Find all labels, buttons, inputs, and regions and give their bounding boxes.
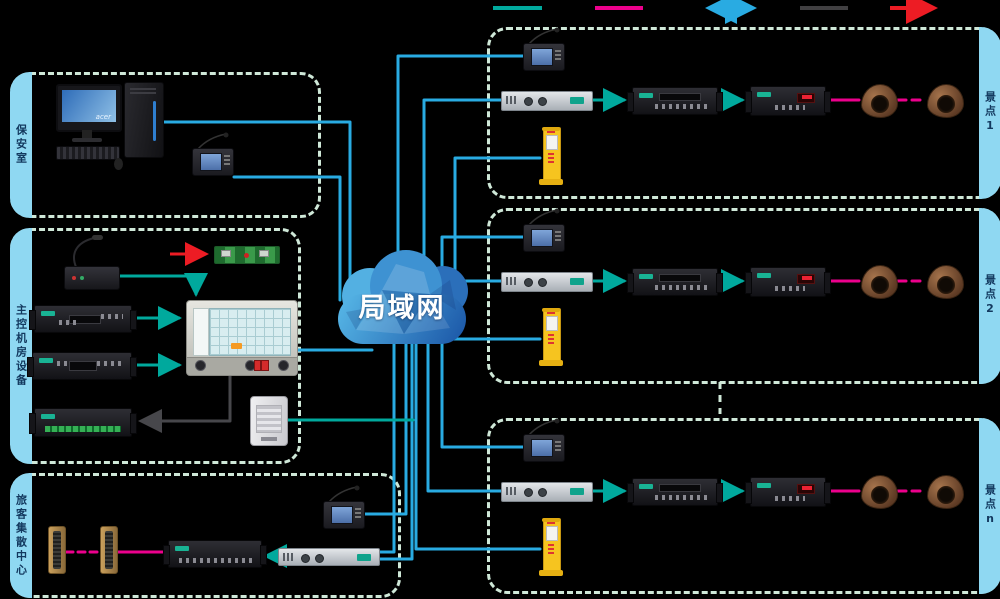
zone-control-room: 主控机房设备	[10, 228, 301, 464]
ip-paging-station	[323, 485, 367, 529]
emergency-call-pole	[539, 518, 563, 576]
paging-screen	[331, 506, 353, 524]
scenic-spot-2-devices	[487, 208, 995, 378]
power-amplifier	[745, 86, 831, 116]
zone-scenic-spot-2: 景点2	[487, 208, 1000, 384]
rock-speaker	[861, 84, 898, 118]
scenic-spot-n-devices	[487, 418, 995, 588]
desktop-paging-microphone	[64, 234, 122, 294]
ip-paging-station	[523, 27, 567, 71]
wall-speaker	[250, 396, 288, 446]
zone-label-text: 景点n	[983, 484, 997, 528]
zone-label-scenic-spot-n: 景点n	[979, 418, 1000, 594]
column-speaker	[100, 526, 118, 574]
rock-speaker	[927, 265, 964, 299]
led-display	[802, 486, 812, 490]
tuner	[27, 352, 137, 380]
keyboard	[56, 146, 120, 160]
pc-brand-text: acer	[95, 113, 111, 121]
interface-circuit-board	[214, 246, 280, 264]
cd-player	[29, 305, 137, 333]
rock-speaker	[861, 265, 898, 299]
rock-speaker	[927, 475, 964, 509]
zone-label-text: 保安室	[14, 124, 28, 166]
network-audio-terminal	[501, 91, 593, 111]
pc-tower	[124, 82, 164, 158]
zone-scenic-spot-1: 景点1	[487, 27, 1000, 199]
network-audio-terminal	[501, 272, 593, 292]
network-audio-terminal	[501, 482, 593, 502]
power-amplifier	[745, 477, 831, 507]
zone-label-text: 景点1	[983, 91, 997, 135]
zone-label-visitor-center: 旅客集散中心	[10, 473, 32, 598]
monitor-screen: acer	[62, 90, 116, 122]
ip-paging-station	[523, 418, 567, 462]
zone-label-text: 景点2	[983, 274, 997, 318]
control-touchscreen	[209, 308, 291, 356]
zone-label-text: 旅客集散中心	[14, 493, 28, 578]
power-sequencer	[29, 408, 137, 437]
zone-label-control-room: 主控机房设备	[10, 228, 32, 464]
power-switch	[254, 360, 269, 371]
zone-label-scenic-spot-1: 景点1	[979, 27, 1000, 199]
column-speaker	[48, 526, 66, 574]
multi-channel-amplifier	[163, 540, 267, 568]
rock-speaker	[927, 84, 964, 118]
led-display	[802, 276, 812, 280]
rock-speaker	[861, 475, 898, 509]
gooseneck-mic-icon	[73, 235, 103, 268]
power-amplifier	[745, 267, 831, 297]
monitor: acer	[56, 84, 122, 132]
zone-label-text: 主控机房设备	[14, 304, 28, 388]
mixer-amplifier	[627, 478, 723, 506]
mouse	[114, 158, 123, 170]
mixer-amplifier	[627, 268, 723, 296]
network-audio-terminal	[278, 548, 380, 566]
emergency-call-pole	[539, 127, 563, 185]
ip-paging-station	[523, 208, 567, 252]
visitor-center-devices	[10, 473, 395, 592]
zone-label-security-room: 保安室	[10, 72, 32, 218]
zone-label-scenic-spot-2: 景点2	[979, 208, 1000, 384]
mixer-amplifier	[627, 87, 723, 115]
emergency-call-pole	[539, 308, 563, 366]
scenic-spot-1-devices	[487, 27, 995, 193]
central-control-host	[186, 300, 298, 376]
gooseneck-mic-icon	[328, 485, 360, 503]
led-display	[802, 95, 812, 99]
monitoring-computer: acer	[56, 82, 172, 170]
